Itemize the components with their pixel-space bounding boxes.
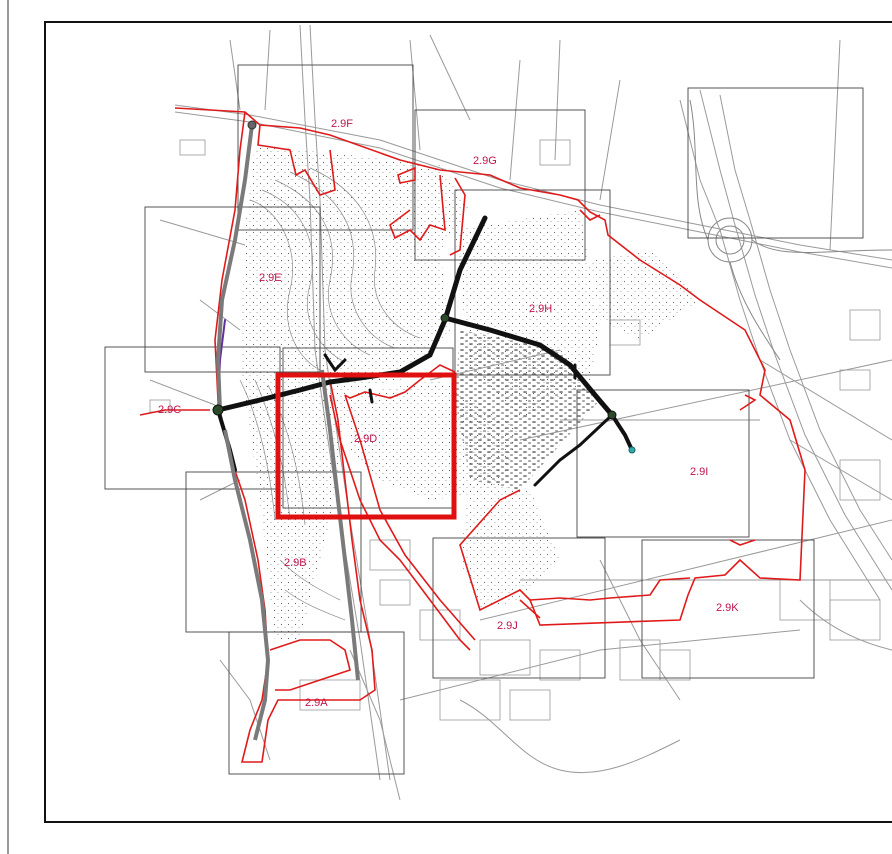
highlight-sheet-2-9d[interactable] (275, 372, 457, 520)
interchange (689, 99, 892, 361)
urban-blocks (149, 139, 881, 721)
project-boundary (139, 107, 806, 763)
sheet-label-2-9e: 2.9E (259, 272, 282, 284)
terrain-stipple (240, 145, 700, 640)
map-frame (44, 21, 892, 823)
sheet-label-2-9c: 2.9C (158, 404, 181, 416)
junction-nodes (212, 120, 636, 454)
sheet-label-2-9f: 2.9F (331, 118, 353, 130)
sheet-label-2-9h: 2.9H (529, 303, 552, 315)
sheet-label-2-9j: 2.9J (497, 620, 518, 632)
sheet-label-2-9k: 2.9K (716, 602, 739, 614)
sheet-label-2-9d: 2.9D (354, 433, 377, 445)
west-road-corridor (215, 124, 360, 741)
sheet-label-2-9a: 2.9A (305, 697, 328, 709)
sheet-label-2-9b: 2.9B (284, 557, 307, 569)
sheet-label-2-9i: 2.9I (690, 466, 708, 478)
sheet-grid (104, 64, 864, 775)
sheet-labels: 2.9A 2.9B 2.9C 2.9D 2.9E 2.9F 2.9G 2.9H … (158, 118, 739, 709)
sheet-label-2-9g: 2.9G (473, 155, 497, 167)
